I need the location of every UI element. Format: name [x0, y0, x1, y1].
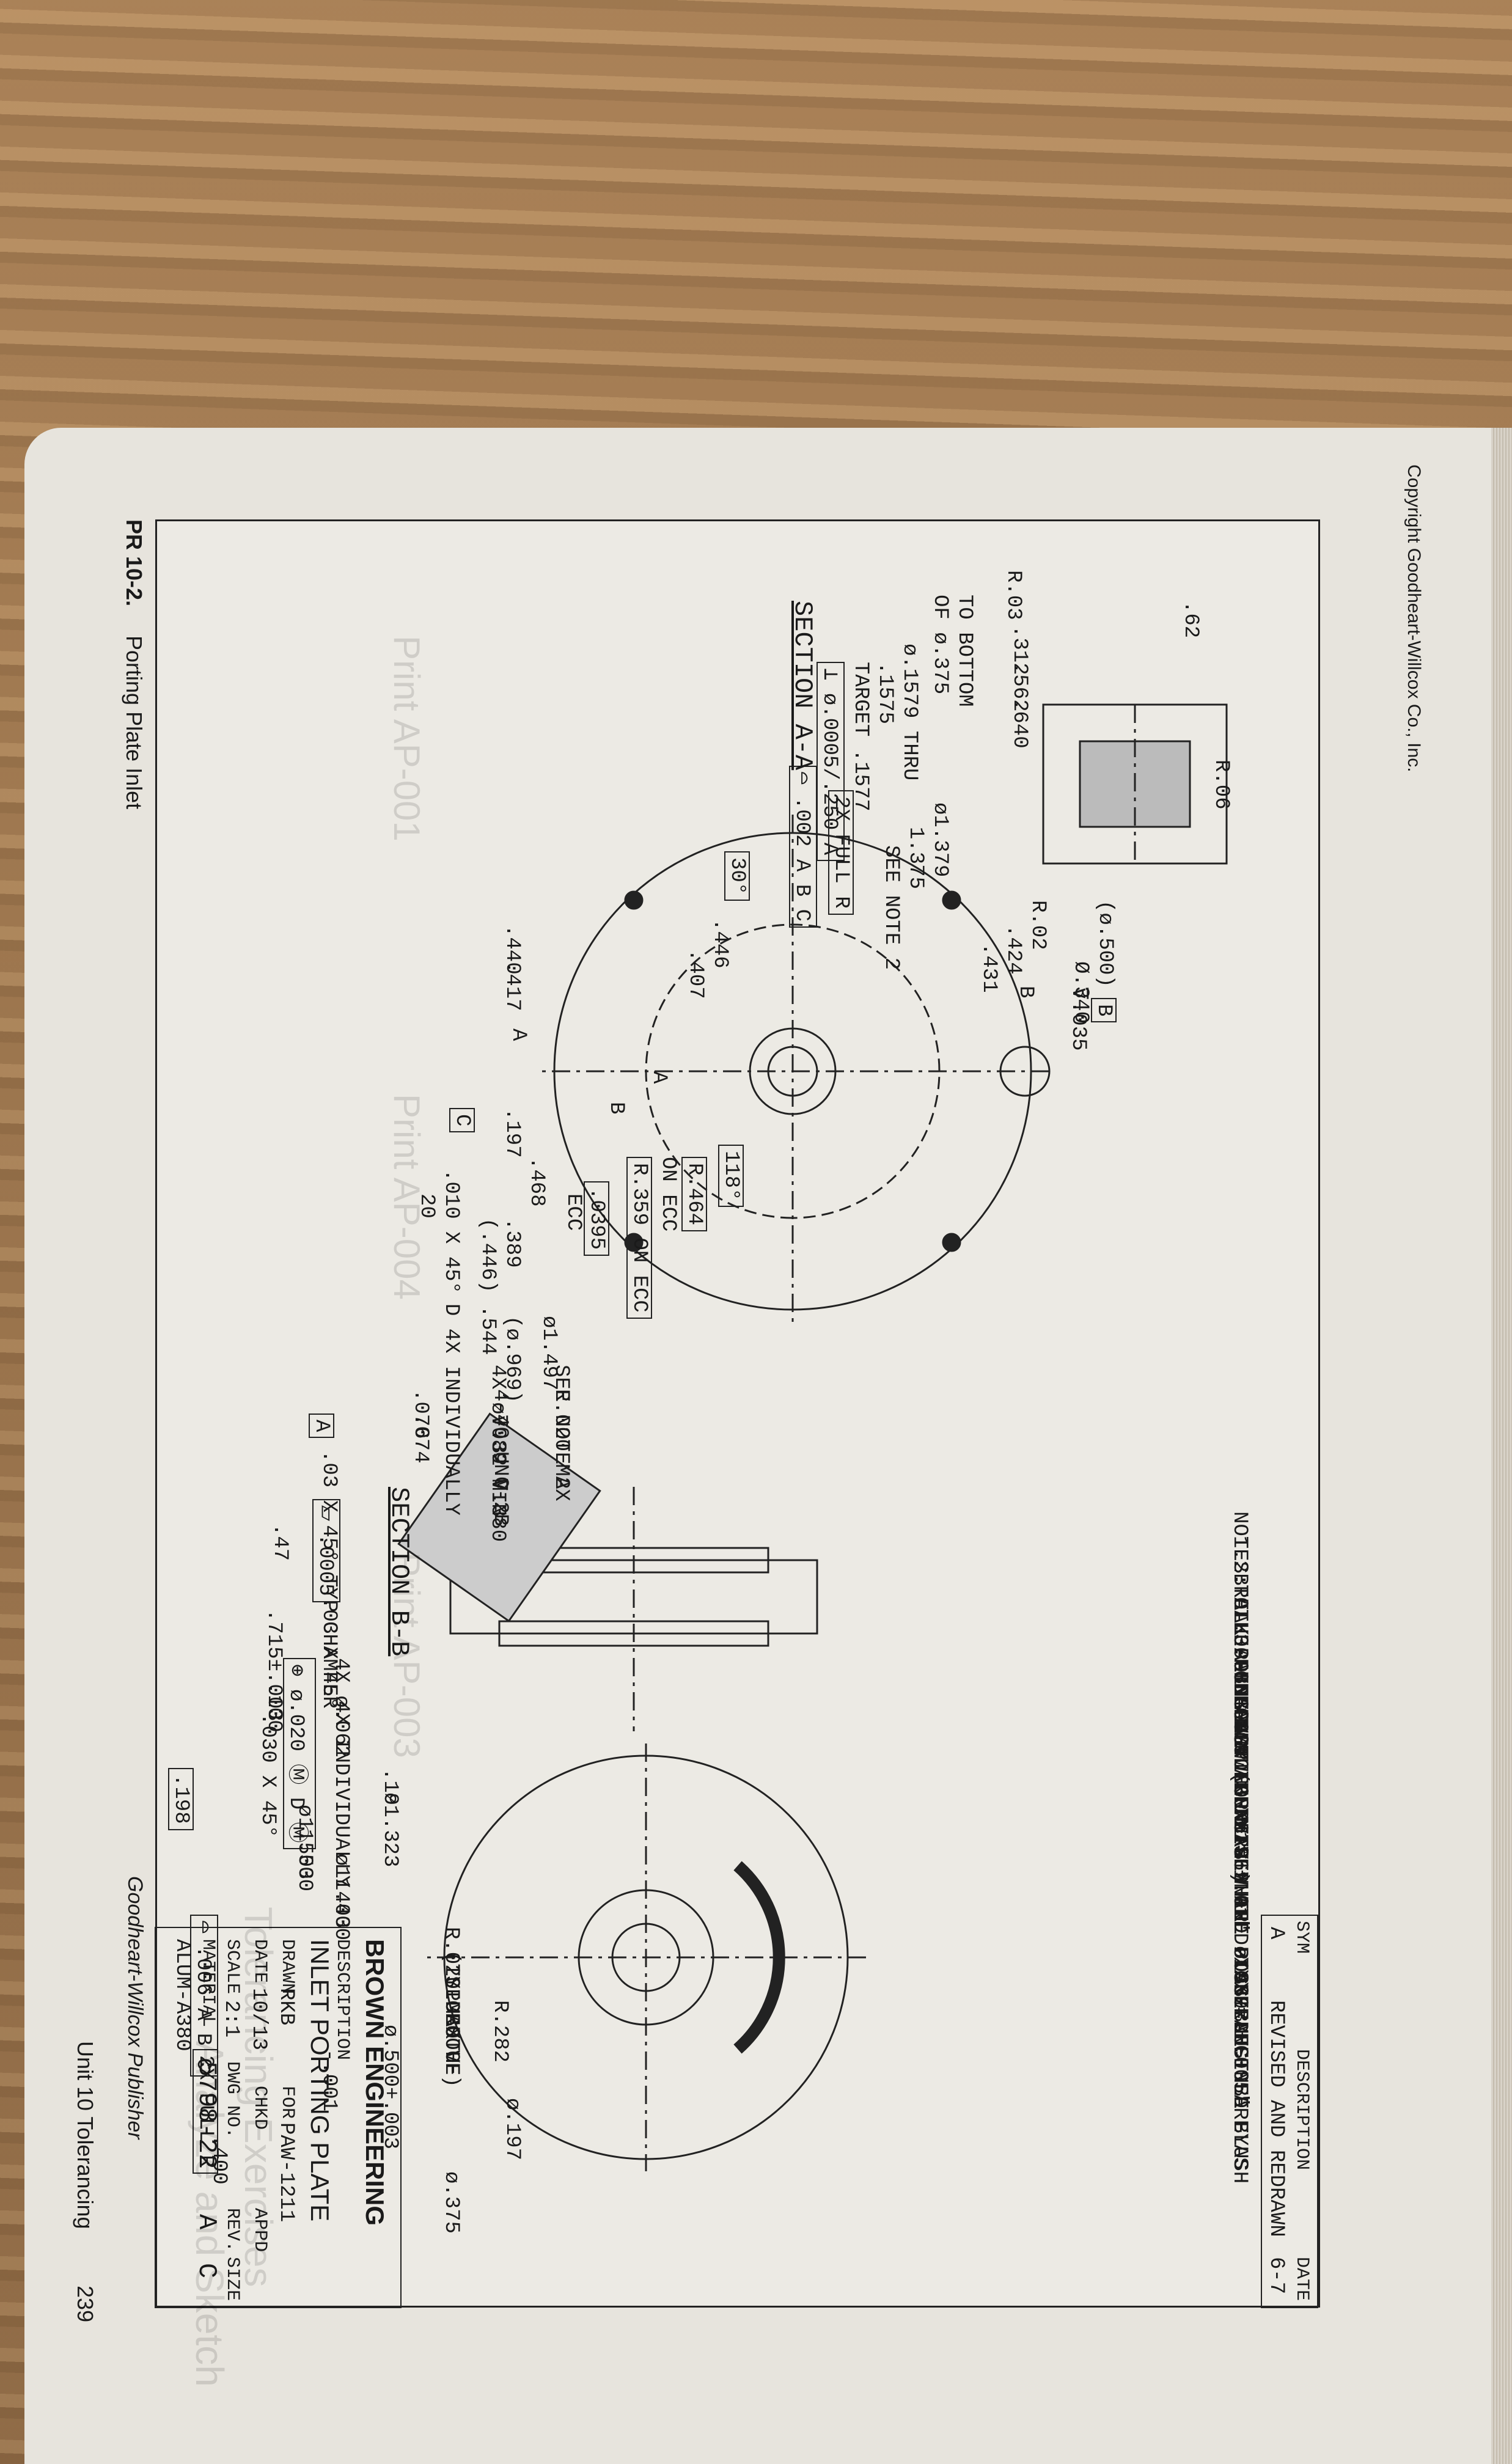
full-r-frame: 2X FULL R [828, 790, 854, 915]
chamfer-010: .010 X 45° [439, 1169, 463, 1294]
dim-375: ø.375 [439, 2171, 463, 2234]
unit-title: Unit 10 Tolerancing [73, 2041, 98, 2229]
section-mark-a1: A [507, 1028, 530, 1041]
section-bb-body [397, 1412, 601, 1623]
see-note-2: SEE NOTE 2 [879, 845, 903, 970]
dim-035: ⊽.035 [1066, 986, 1090, 1051]
dim-197: .197 [501, 1108, 524, 1158]
on-ecc: ON ECC [656, 1157, 680, 1232]
dim-074: .074 [409, 1414, 432, 1464]
dim-544: (.446) .544 [476, 1218, 499, 1355]
unc-depth: ⊽.32 MIN [486, 1414, 509, 1516]
dim-0395: .0395 [584, 1181, 609, 1256]
chamfer-030: .030 X 45° [256, 1713, 279, 1838]
typ-note-3: GROOVE) [439, 2000, 463, 2088]
note-of-375: OF ø.375 [928, 595, 952, 695]
dim-446: .446 [708, 919, 732, 969]
dim-198: .198 [168, 1768, 194, 1830]
dim-r02: R.02 [1026, 900, 1049, 950]
profile-frame: ⌓ .002 A B C [789, 766, 817, 928]
material-value: ALUM-A380 [171, 1939, 194, 2052]
rev-sym: A [1264, 1927, 1288, 1940]
rev-sym-label: SYM [1291, 1921, 1312, 1954]
ghost-text-3: Print AP-003 [386, 1552, 427, 1758]
rev-desc-label: DESCRIPTION [1291, 2049, 1312, 2171]
datum-b: B [1091, 998, 1117, 1023]
section-mark-b: B [1014, 986, 1037, 999]
angle-30: 30° [724, 851, 750, 901]
dim-r359: R.359 ON ECC [626, 1157, 652, 1319]
dim-r020: R.020 MAX [549, 1389, 573, 1502]
dim-424: .424 [1002, 925, 1025, 975]
rev-date: 6-7 [1264, 2257, 1288, 2295]
company-name: BROWN ENGINEERING [361, 1939, 389, 2226]
rev-desc: REVISED AND REDRAWN [1264, 2000, 1288, 2237]
caption-label: PR 10-2. [122, 519, 147, 607]
page-number: 239 [73, 2286, 98, 2323]
dim-468: .468 [525, 1157, 548, 1207]
drawing-linework [397, 703, 1228, 2171]
dim-47: .47 [268, 1524, 292, 1561]
dim-431: .431 [977, 943, 1000, 993]
dim-197-right: ø.197 [501, 2098, 524, 2161]
datum-a: A [309, 1414, 334, 1439]
section-mark-a2: A [647, 1071, 670, 1084]
dim-1500: 1.500 [293, 1829, 316, 1892]
dim-1375: 1.375 [904, 827, 927, 890]
ghost-text-4: Analyze and Sketch [188, 2041, 232, 2387]
dim-r03: R.03 [1002, 570, 1025, 620]
publisher-credit: Goodheart-Willcox Publisher [123, 1876, 147, 2140]
individually-note: D 4X INDIVIDUALLY [439, 1304, 463, 1516]
ghost-text-1: Print AP-001 [386, 636, 427, 842]
note-3d: ANGULAR: ±1° [1228, 1707, 1251, 1857]
page-content: Copyright Goodheart-Willcox Co., Inc. Go… [24, 428, 1491, 2464]
description-label: DESCRIPTION [332, 1939, 353, 2061]
dim-1579: ø.1579 THRU [898, 644, 921, 781]
dim-r464: R.464 [681, 1157, 707, 1232]
section-mark-b2: B [604, 1102, 628, 1115]
book-page: Copyright Goodheart-Willcox Co., Inc. Go… [24, 428, 1491, 2464]
dim-62: .62 [1179, 601, 1202, 639]
angle-118: 118° [718, 1145, 744, 1207]
rev-date-label: DATE [1291, 2257, 1312, 2301]
caption-text: Porting Plate Inlet [122, 636, 147, 810]
dim-389: .389 [501, 1218, 524, 1268]
dim-1575: .1575 [873, 662, 897, 725]
ecc-label: ECC [562, 1194, 585, 1231]
dim-r282: R.282 [488, 2000, 512, 2063]
dim-p500: (ø.500) [1093, 900, 1117, 988]
description-value: INLET PORTING PLATE [306, 1939, 334, 2222]
dim-407: .407 [684, 949, 707, 999]
dim-640: .640 [1008, 698, 1031, 749]
dim-1379: ø1.379 [928, 802, 952, 878]
datum-c: C [449, 1108, 475, 1133]
section-aa-label: SECTION A-A [788, 601, 817, 771]
dim-1323: ø1.323 [378, 1792, 402, 1868]
drawing-border: .62 R.06 R.03 .312 .562 .640 TO BOTTOM O… [155, 519, 1320, 2308]
copyright-text: Copyright Goodheart-Willcox Co., Inc. [1404, 464, 1424, 772]
note-to-bottom: TO BOTTOM [953, 595, 976, 707]
dim-417: .417 [501, 961, 524, 1011]
flatness-frame: ⏥ .0005 [312, 1499, 340, 1602]
ghost-text-2: Print AP-004 [386, 1094, 427, 1300]
material-label: MATERIAL [197, 1939, 218, 2028]
ghost-text-5: Tolerancing Exercises [237, 1907, 281, 2287]
dim-r06: R.06 [1209, 760, 1233, 810]
target-note: TARGET .1577 [849, 662, 872, 812]
rotated-drawing-sheet: Copyright Goodheart-Willcox Co., Inc. Go… [37, 452, 1442, 2457]
